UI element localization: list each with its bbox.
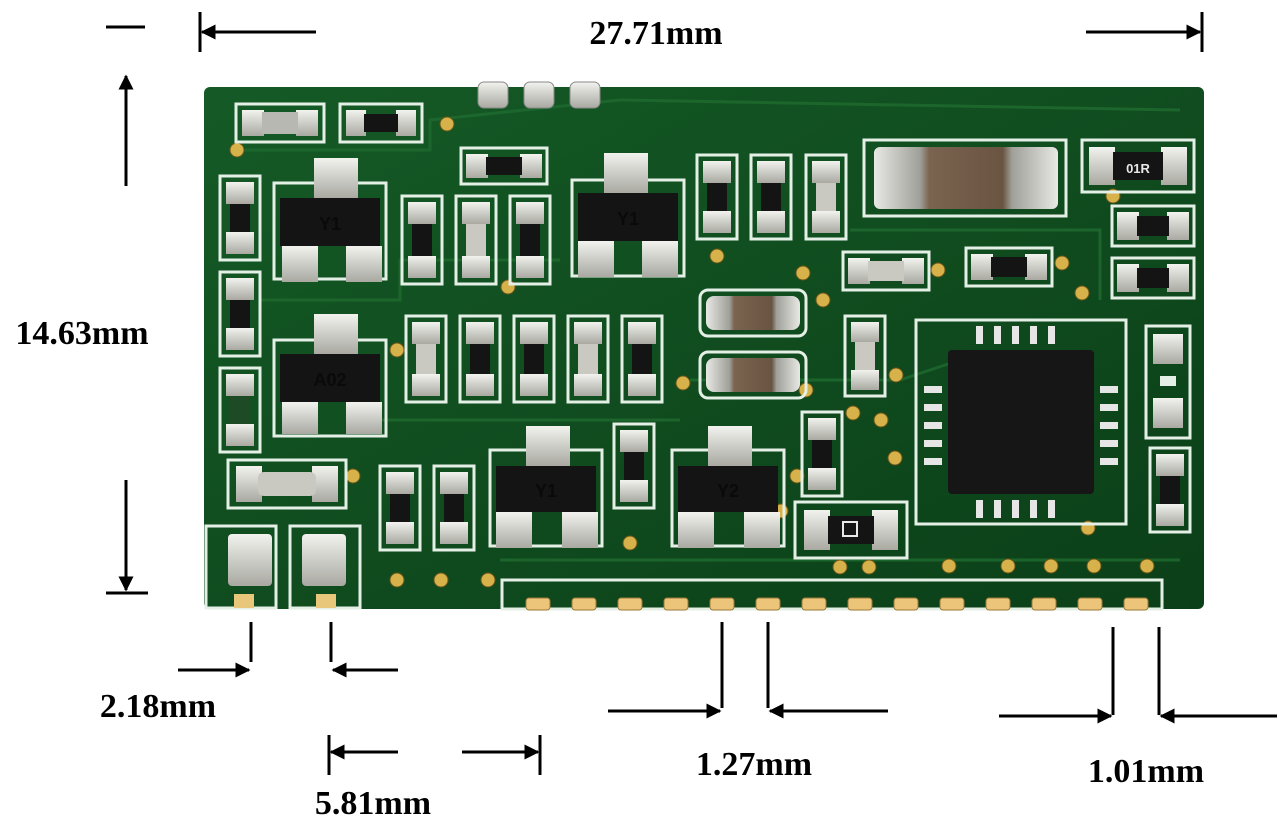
resistor (234, 102, 326, 144)
resistor (1110, 204, 1196, 248)
top-header-pads (477, 81, 601, 109)
resistor (218, 270, 262, 358)
resistor (218, 366, 262, 454)
resistor (458, 314, 502, 404)
pin-pitch-label: 1.27mm (696, 746, 812, 783)
transistor: A02 (272, 314, 388, 438)
capacitor (698, 288, 808, 338)
transistor-marking: A02 (313, 370, 346, 390)
capacitor (226, 458, 348, 510)
resistor (800, 410, 844, 498)
transistor-marking: Y1 (535, 481, 557, 501)
resistor (432, 464, 476, 552)
resistor (404, 314, 448, 404)
transistor: Y1 (272, 158, 388, 282)
resistor (695, 153, 739, 241)
resistor-01r: 01R (1080, 138, 1196, 194)
resistor-label: 01R (1126, 161, 1150, 176)
resistor (338, 102, 424, 144)
dimension-lines (106, 12, 1277, 775)
pad-width-label: 2.18mm (100, 688, 216, 725)
pin-width-label: 1.01mm (1088, 753, 1204, 790)
transistor-marking: Y1 (617, 209, 639, 229)
resistor (843, 314, 887, 398)
transistor-marking: Y2 (717, 481, 739, 501)
pcb-board: 01R (204, 81, 1204, 611)
resistor (566, 314, 610, 404)
resistor (459, 146, 549, 186)
resistor (1148, 446, 1192, 534)
resistor (218, 174, 262, 262)
resistor (1144, 324, 1192, 440)
transistor: Y1 (488, 426, 604, 548)
inductor (862, 138, 1068, 218)
resistor (841, 250, 931, 292)
dimension-labels: 27.71mm 14.63mm 2.18mm 5.81mm 1.27mm 1.0… (15, 15, 1204, 822)
resistor (804, 153, 848, 241)
transistor: Y1 (570, 153, 686, 278)
transistor-marking: Y1 (319, 214, 341, 234)
edge-connector (500, 578, 1164, 611)
diode (793, 500, 909, 560)
pad-spacing-label: 5.81mm (315, 785, 431, 822)
resistor (749, 153, 793, 241)
resistor (512, 314, 556, 404)
resistor (1110, 256, 1196, 300)
resistor (964, 246, 1054, 288)
capacitor (698, 350, 808, 400)
resistor (508, 194, 552, 286)
resistor (378, 464, 422, 552)
resistor (400, 194, 444, 286)
antenna-pads (204, 524, 362, 610)
height-label: 14.63mm (15, 315, 148, 352)
transistor: Y2 (670, 426, 786, 548)
resistor (620, 314, 664, 404)
qfn-chip (914, 318, 1128, 526)
resistor (612, 422, 656, 510)
resistor (454, 194, 498, 286)
passive-components: 01R (218, 102, 1196, 560)
width-label: 27.71mm (589, 15, 722, 52)
